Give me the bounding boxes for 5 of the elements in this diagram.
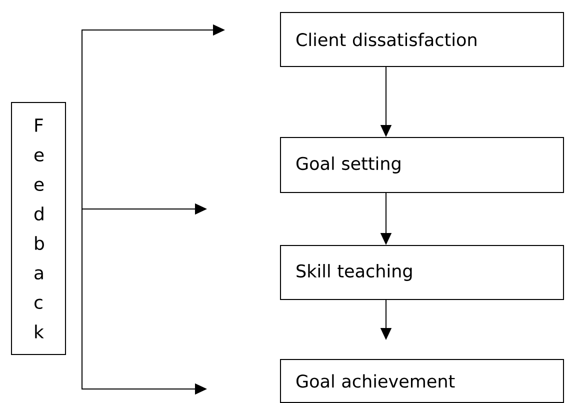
feedback-box: Feedback (11, 102, 66, 355)
process-box: Client dissatisfaction (280, 12, 564, 67)
process-box: Goal setting (280, 136, 564, 193)
process-box: Skill teaching (280, 245, 564, 300)
process-box: Goal achievement (280, 358, 564, 403)
